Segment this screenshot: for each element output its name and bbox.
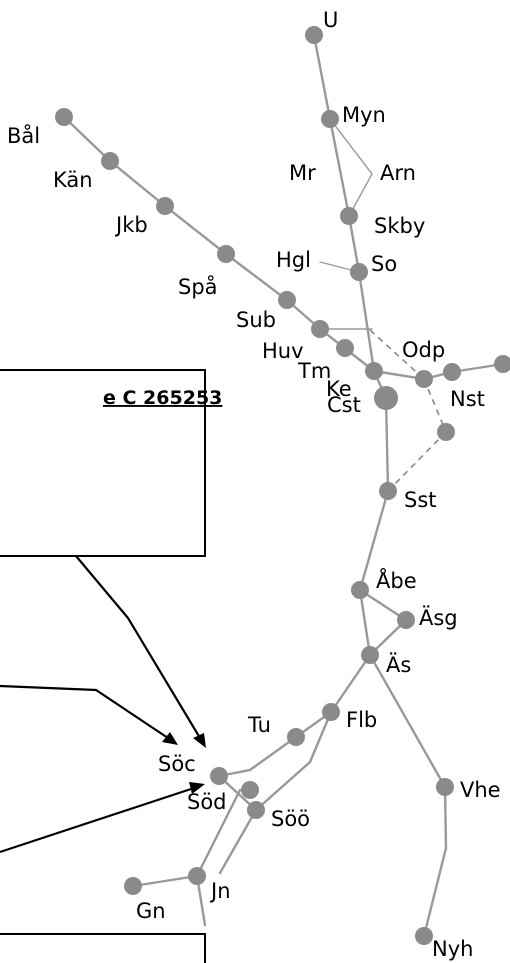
callouts: e C 265253 — [0, 369, 222, 963]
track-sst-abe — [358, 489, 390, 592]
track-u-myn — [312, 33, 332, 121]
track-flb-soo — [254, 710, 333, 812]
station-label-tm: Tm — [297, 359, 331, 383]
dashed-odp-south — [423, 378, 447, 433]
track-ke-nst — [372, 362, 505, 381]
station-label-huv: Huv — [262, 339, 304, 363]
station-dot-tm — [336, 339, 354, 357]
callout-reference: e C 265253 — [103, 387, 222, 409]
station-label-u: U — [323, 8, 338, 32]
station-label-nst: Nst — [450, 387, 485, 411]
station-dot-vhe — [436, 778, 454, 796]
station-label-spa: Spå — [178, 274, 218, 299]
track-myn-mr-skby — [328, 117, 351, 218]
station-label-odp: Odp — [402, 338, 445, 362]
station-label-bal: Bål — [7, 123, 40, 148]
callout-box — [0, 369, 206, 557]
callout-arrows — [0, 555, 201, 854]
arrowhead-from-box — [193, 733, 206, 748]
station-label-arn: Arn — [380, 161, 416, 185]
station-dot-as — [361, 646, 379, 664]
station-dot-unlabeled — [437, 423, 455, 441]
station-dot-so — [350, 263, 368, 281]
station-dot-odp — [415, 370, 433, 388]
station-dot-skby — [340, 207, 358, 225]
dashed-so-odp — [369, 329, 425, 380]
station-dot-sod — [241, 781, 259, 799]
arrow-upper-left — [0, 684, 169, 739]
station-label-gn: Gn — [136, 899, 166, 923]
station-label-ke: Ke — [326, 377, 352, 401]
station-label-soc: Söc — [158, 752, 196, 776]
station-label-soo: Söö — [271, 807, 310, 831]
station-dot-soo — [247, 801, 265, 819]
station-label-abe: Åbe — [376, 567, 417, 593]
station-dot-sub — [278, 291, 296, 309]
dashed-lines — [369, 329, 447, 492]
station-dot-jn — [188, 867, 206, 885]
station-dot-flb — [322, 703, 340, 721]
station-dot-bal — [55, 108, 73, 126]
station-dot-east — [494, 355, 510, 373]
station-dot-tu — [287, 728, 305, 746]
station-dot-jkb — [156, 197, 174, 215]
track-abe-as — [358, 588, 372, 657]
station-label-tu: Tu — [247, 713, 271, 737]
station-label-asg: Äsg — [419, 605, 458, 630]
dashed-south-sst — [387, 431, 447, 492]
station-label-cst: Cst — [327, 393, 361, 417]
arrowhead-lower-left — [189, 782, 205, 794]
station-label-sod: Söd — [187, 790, 227, 814]
station-dot-gn — [124, 877, 142, 895]
arrow-lower-left — [0, 786, 195, 854]
station-label-so: So — [371, 252, 397, 276]
station-dot-nyh — [415, 927, 433, 945]
station-dot-nst — [443, 363, 461, 381]
station-label-flb: Flb — [346, 708, 377, 732]
station-label-sst: Sst — [404, 488, 437, 512]
station-dot-abe — [351, 581, 369, 599]
track-soo-jn — [218, 808, 258, 875]
station-label-kan: Kän — [53, 168, 93, 192]
arrow-from-box — [75, 555, 201, 739]
station-labels: U Myn Mr Arn Skby Hgl So Bål Kän Jkb Spå… — [7, 8, 501, 961]
track-myn-arn-skby — [329, 118, 373, 217]
track-cst-sst — [384, 396, 390, 493]
station-label-nyh: Nyh — [432, 937, 473, 961]
track-soc-jn — [195, 788, 242, 878]
station-label-as: Äs — [386, 652, 411, 677]
station-dot-ke — [365, 362, 383, 380]
station-dot-asg — [397, 611, 415, 629]
track-skby-cst — [347, 214, 388, 400]
station-label-sub: Sub — [236, 308, 276, 332]
station-label-skby: Skby — [374, 214, 425, 238]
track-gn-jn — [131, 874, 199, 888]
arrowhead-upper-left — [162, 732, 178, 745]
station-dot-cst — [374, 386, 398, 410]
station-label-jn: Jn — [209, 879, 231, 903]
station-dot-sst — [379, 482, 397, 500]
track-as-vhe-nyh — [368, 653, 448, 938]
station-dot-huv — [311, 320, 329, 338]
station-label-hgl: Hgl — [276, 248, 311, 272]
station-label-vhe: Vhe — [460, 778, 501, 802]
callout-box-bottom — [0, 933, 206, 963]
station-label-mr: Mr — [289, 161, 316, 185]
station-dot-myn — [321, 110, 339, 128]
station-dot-soc — [210, 767, 228, 785]
station-dots — [55, 26, 510, 945]
station-dot-u — [305, 26, 323, 44]
station-dot-kan — [101, 152, 119, 170]
station-dot-spa — [217, 245, 235, 263]
arrowheads — [162, 732, 206, 794]
station-label-myn: Myn — [342, 103, 386, 127]
station-label-jkb: Jkb — [114, 213, 148, 237]
